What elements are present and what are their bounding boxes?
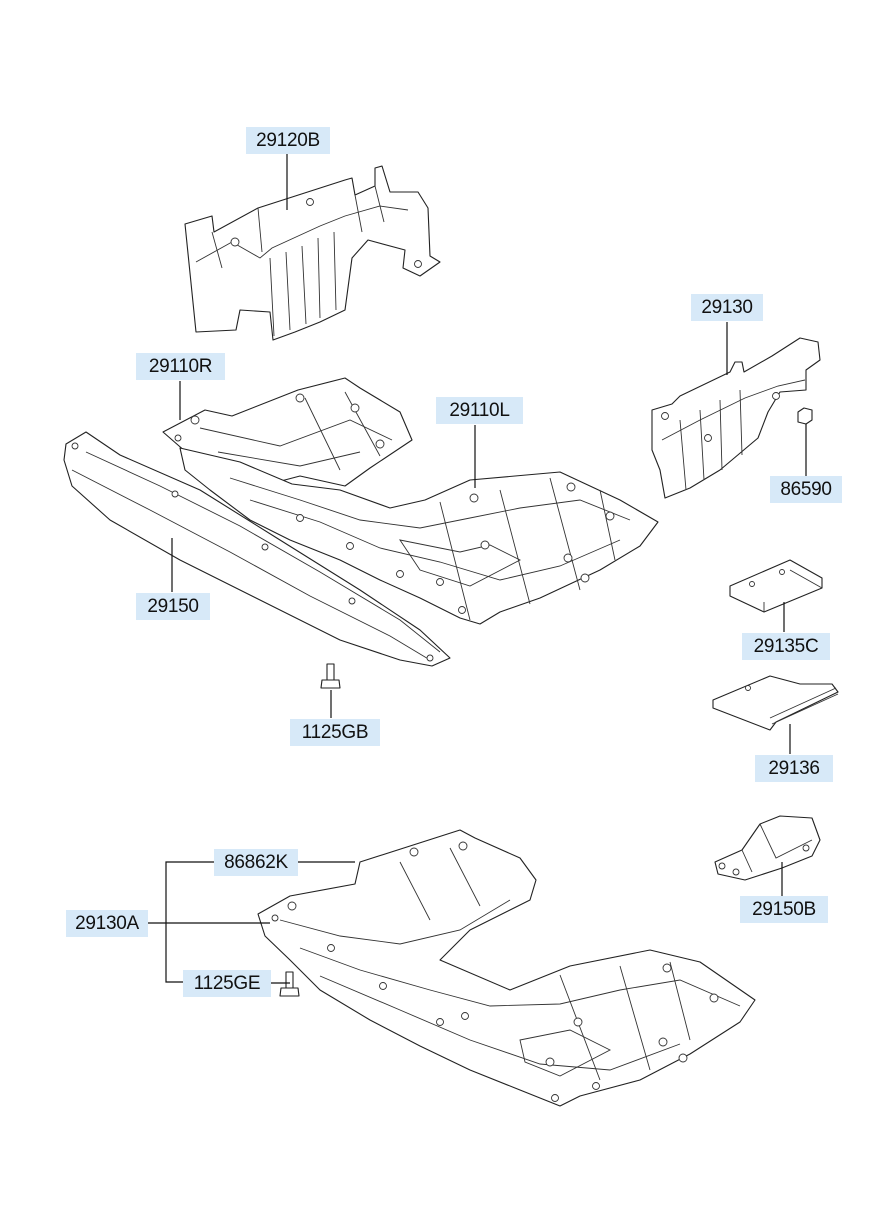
part-29136-plate[interactable] [712, 675, 839, 731]
label-1125ge: 1125GE [183, 970, 271, 997]
label-86590: 86590 [770, 476, 842, 503]
label-29135c: 29135C [742, 633, 830, 660]
leader-lines [147, 154, 807, 984]
label-29110r: 29110R [136, 353, 225, 380]
part-29130a-assembly[interactable] [257, 829, 756, 1107]
label-29130a: 29130A [66, 910, 148, 937]
part-1125gb-bolt[interactable] [320, 663, 341, 689]
label-29120b: 29120B [246, 127, 330, 154]
label-29136: 29136 [755, 755, 833, 782]
part-29130-shield[interactable] [651, 337, 821, 499]
leader-86862k [165, 861, 214, 983]
label-29150b: 29150B [740, 896, 828, 923]
part-29150-cover[interactable] [63, 431, 451, 667]
part-1125ge-bolt[interactable] [279, 971, 300, 997]
part-29120b-shield[interactable] [184, 165, 441, 341]
label-1125gb: 1125GB [290, 719, 380, 746]
part-29110l-cover[interactable] [179, 447, 659, 625]
part-86590-clip[interactable] [797, 407, 813, 425]
label-29110l: 29110L [436, 397, 523, 424]
label-29130: 29130 [691, 294, 763, 321]
label-86862k: 86862K [214, 849, 298, 876]
part-29135c-plate[interactable] [729, 559, 823, 613]
label-29150: 29150 [136, 593, 210, 620]
part-29150b-bracket[interactable] [714, 815, 821, 881]
